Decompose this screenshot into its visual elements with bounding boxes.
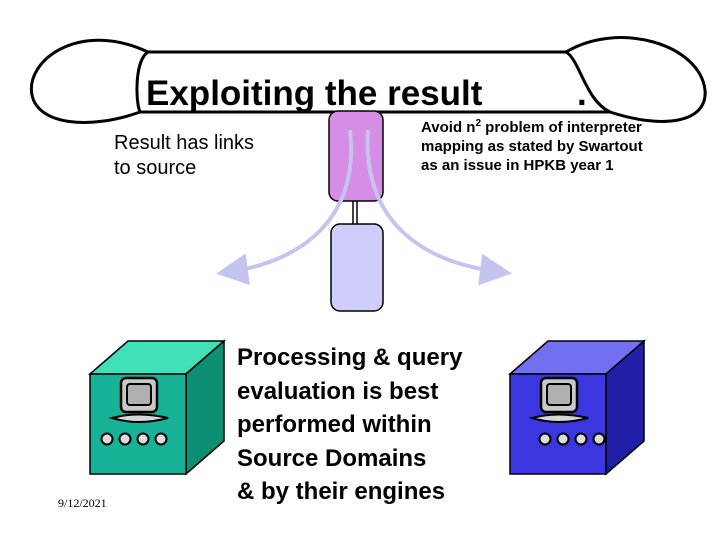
note-line: performed within xyxy=(237,411,432,438)
engine-knob xyxy=(538,432,552,446)
note-line: mapping as stated by Swartout xyxy=(421,138,643,155)
note-line: Processing & query xyxy=(237,344,463,371)
note-line: to source xyxy=(114,157,197,179)
right-source-engine xyxy=(507,339,647,476)
processing-note: Processing & query evaluation is best pe… xyxy=(237,341,537,509)
result-links-note: Result has links to source xyxy=(114,131,324,181)
engine-knob xyxy=(100,432,114,446)
slide-title-dot: . xyxy=(577,74,587,113)
engine-slot xyxy=(108,413,169,423)
note-line: Source Domains xyxy=(237,444,427,472)
engine-slot xyxy=(528,413,589,423)
slide-date: 9/12/2021 xyxy=(58,496,107,510)
note-line: Result has links xyxy=(114,132,255,154)
left-source-engine xyxy=(87,339,227,476)
superscript: 2 xyxy=(475,118,482,129)
note-line: evaluation is best xyxy=(237,377,439,405)
note-line: & by their engines xyxy=(237,478,446,505)
note-line: as an issue in HPKB year 1 xyxy=(421,157,614,174)
source-box xyxy=(330,223,384,312)
arrow-to-left-engine xyxy=(216,129,354,286)
note-line: Avoid n2 problem of interpreter xyxy=(421,118,642,137)
avoid-n2-note: Avoid n2 problem of interpreter mapping … xyxy=(421,118,711,175)
arrow-to-right-engine xyxy=(365,129,512,286)
slide-title: Exploiting the result xyxy=(146,74,483,113)
